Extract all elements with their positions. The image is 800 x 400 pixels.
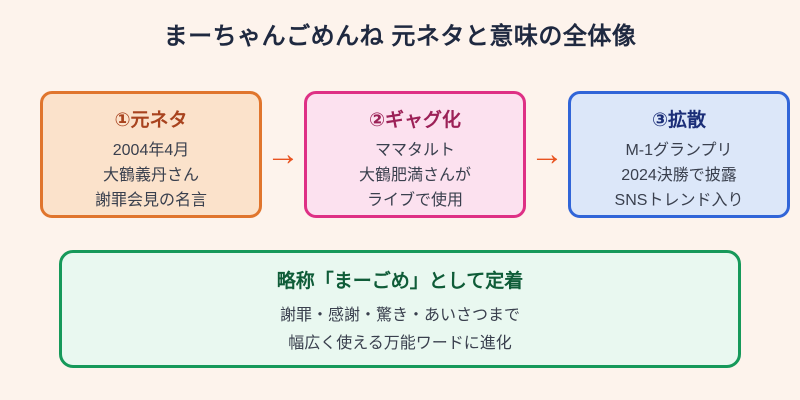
- step-spread-line-1: M-1グランプリ: [625, 142, 733, 159]
- step-gag-line-2: 大鶴肥満さんが: [358, 167, 471, 184]
- step-spread-title: ③拡散: [651, 110, 707, 131]
- summary-title: 略称「まーごめ」として定着: [276, 271, 524, 292]
- step-box-gag: ②ギャグ化 ママタルト 大鶴肥満さんが ライブで使用: [304, 91, 526, 218]
- step-gag-line-1: ママタルト: [374, 142, 455, 159]
- step-box-spread: ③拡散 M-1グランプリ 2024決勝で披露 SNSトレンド入り: [568, 91, 790, 218]
- page-title: まーちゃんごめんね 元ネタと意味の全体像: [163, 23, 637, 50]
- step-origin-title: ①元ネタ: [114, 110, 188, 131]
- step-spread-line-3: SNSトレンド入り: [614, 192, 744, 209]
- step-origin-line-1: 2004年4月: [112, 142, 190, 159]
- flow-row: ①元ネタ 2004年4月 大鶴義丹さん 謝罪会見の名言 → ②ギャグ化 ママタル…: [40, 91, 790, 218]
- summary-line-1: 謝罪・感謝・驚き・あいさつまで: [279, 307, 520, 324]
- step-box-origin: ①元ネタ 2004年4月 大鶴義丹さん 謝罪会見の名言: [40, 91, 262, 218]
- step-spread-line-2: 2024決勝で披露: [621, 167, 737, 184]
- summary-box: 略称「まーごめ」として定着 謝罪・感謝・驚き・あいさつまで 幅広く使える万能ワー…: [59, 250, 741, 368]
- step-gag-title: ②ギャグ化: [368, 110, 462, 131]
- step-origin-line-2: 大鶴義丹さん: [102, 167, 199, 184]
- arrow-right-icon: →: [530, 135, 564, 173]
- step-gag-line-3: ライブで使用: [366, 192, 463, 209]
- step-origin-line-3: 謝罪会見の名言: [94, 192, 207, 209]
- arrow-right-icon: →: [266, 135, 300, 173]
- summary-line-2: 幅広く使える万能ワードに進化: [288, 335, 512, 352]
